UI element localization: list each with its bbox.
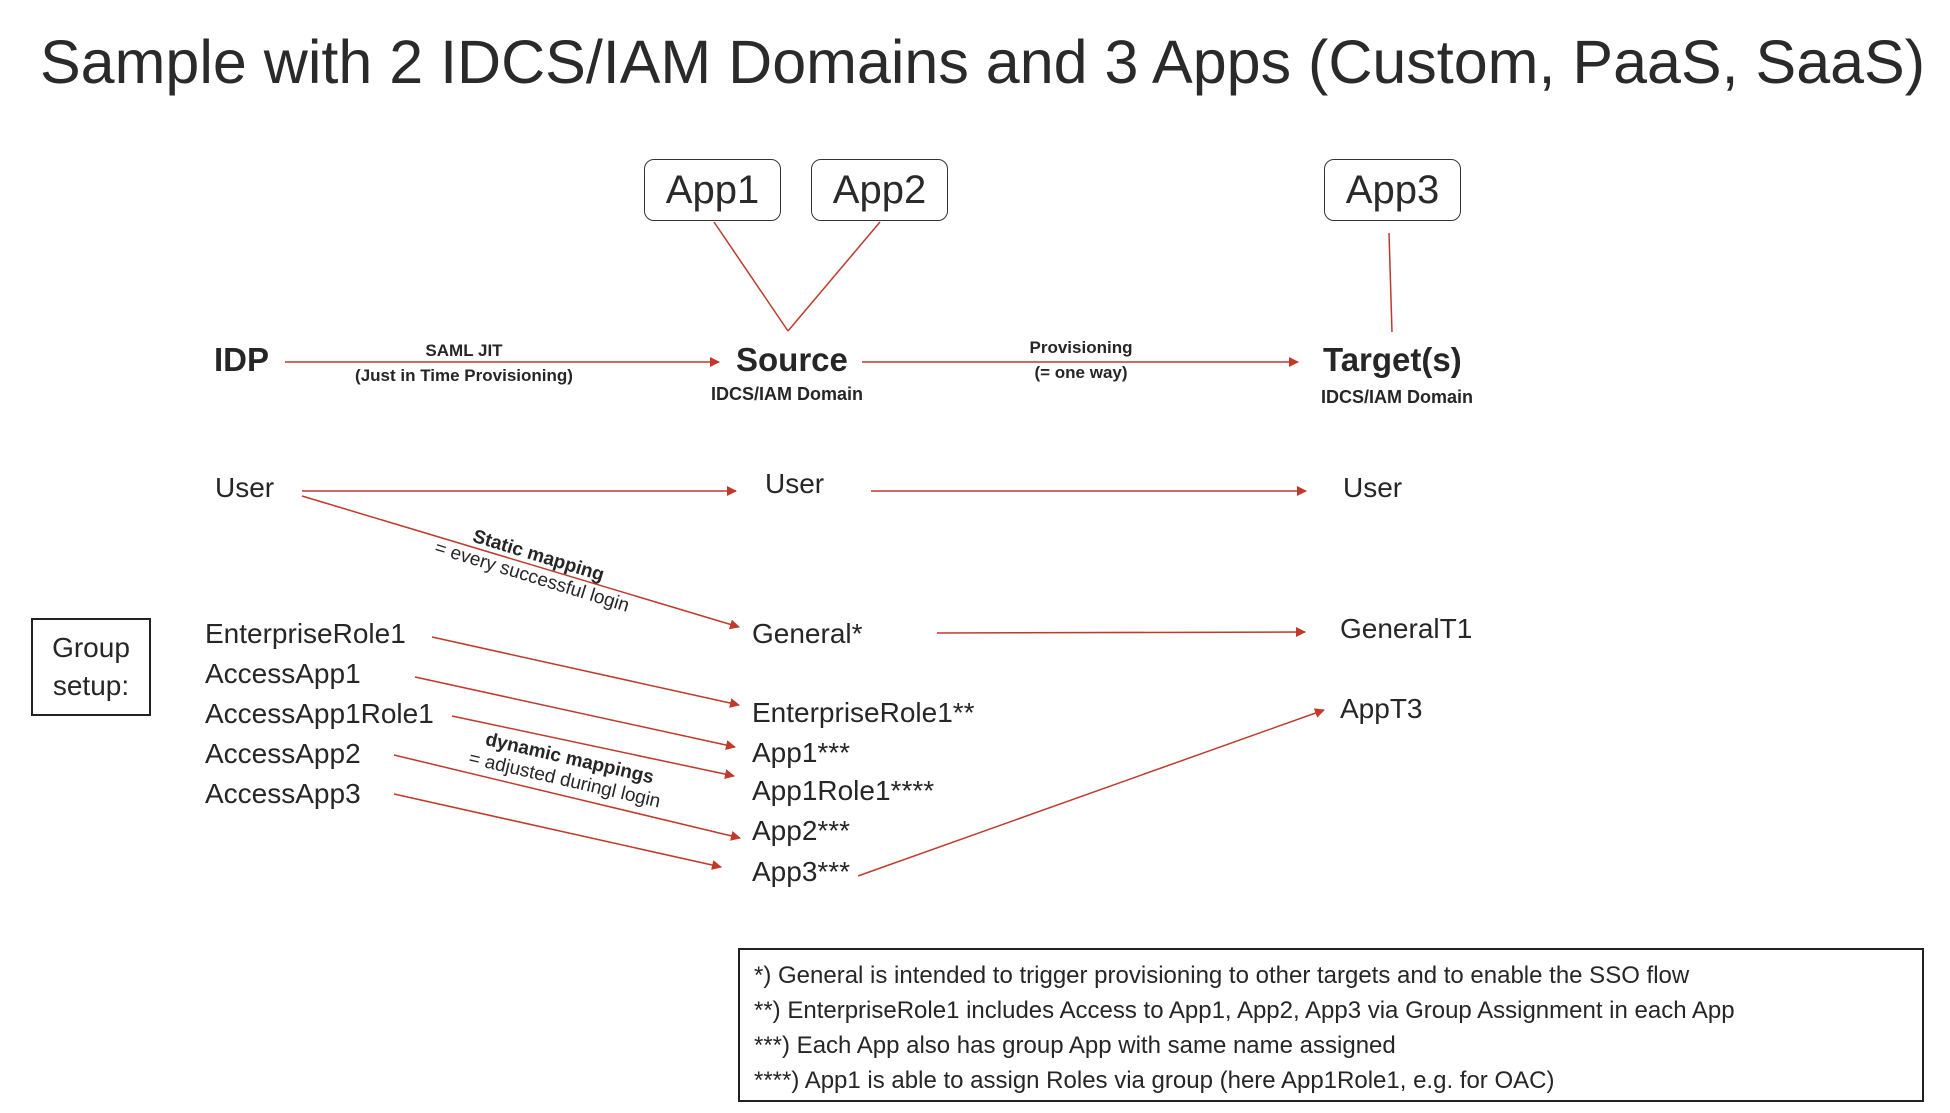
idp-group-accessapp2: AccessApp2 xyxy=(205,738,361,769)
source-subheading: IDCS/IAM Domain xyxy=(711,384,864,404)
idp-group-accessapp1role1: AccessApp1Role1 xyxy=(205,698,434,729)
general-to-generalt1-arrow xyxy=(936,627,1306,638)
app1-to-source-line xyxy=(713,221,789,332)
saml-jit-line2: (Just in Time Provisioning) xyxy=(355,366,573,385)
target-subheading: IDCS/IAM Domain xyxy=(1321,387,1474,407)
saml-jit-line1: SAML JIT xyxy=(425,341,503,360)
idp-group-accessapp3: AccessApp3 xyxy=(205,778,361,809)
accessapp2-mapping-arrow xyxy=(393,754,741,841)
provisioning-line2: (= one way) xyxy=(1034,363,1128,382)
app2-label: App2 xyxy=(832,167,927,212)
idp-group-enterpriserole1: EnterpriseRole1 xyxy=(205,618,406,649)
footnote-3: ***) Each App also has group App with sa… xyxy=(754,1032,1396,1059)
source-group-app3: App3*** xyxy=(752,856,851,887)
provisioning-line1: Provisioning xyxy=(1029,338,1133,357)
group-setup-box: Group setup: xyxy=(31,618,151,716)
target-user: User xyxy=(1343,472,1403,503)
accessapp3-mapping-arrow xyxy=(393,793,722,870)
footnote-1: *) General is intended to trigger provis… xyxy=(754,962,1690,989)
idp-group-accessapp1: AccessApp1 xyxy=(205,658,361,689)
source-group-app1role1: App1Role1**** xyxy=(752,775,935,806)
source-general: General* xyxy=(752,618,863,649)
app1-box: App1 xyxy=(644,159,781,221)
group-setup-line2: setup: xyxy=(52,670,130,701)
app2-to-source-line xyxy=(787,221,881,332)
source-group-app2: App2*** xyxy=(752,815,851,846)
app2-box: App2 xyxy=(811,159,948,221)
accessapp1role1-mapping-arrow xyxy=(451,715,735,780)
target-generalt1: GeneralT1 xyxy=(1340,613,1473,644)
group-setup-line1: Group xyxy=(52,632,130,663)
saml-jit-label: SAML JIT (Just in Time Provisioning) xyxy=(345,338,583,388)
idp-heading: IDP xyxy=(214,341,270,378)
source-heading: Source xyxy=(736,341,848,378)
accessapp1-mapping-arrow xyxy=(414,676,736,750)
app3-to-appt3-arrow xyxy=(857,708,1325,877)
source-group-enterpriserole1: EnterpriseRole1** xyxy=(752,697,975,728)
enterpriserole1-mapping-arrow xyxy=(431,636,740,708)
page-title: Sample with 2 IDCS/IAM Domains and 3 App… xyxy=(40,28,1926,96)
source-group-app1: App1*** xyxy=(752,737,851,768)
target-appt3: AppT3 xyxy=(1340,693,1423,724)
app1-label: App1 xyxy=(665,167,760,212)
target-heading: Target(s) xyxy=(1323,341,1462,378)
footnotes-box: *) General is intended to trigger provis… xyxy=(738,948,1924,1102)
app3-box: App3 xyxy=(1324,159,1461,221)
app3-to-target-line xyxy=(1388,232,1393,333)
footnote-4: ****) App1 is able to assign Roles via g… xyxy=(754,1067,1555,1094)
source-user: User xyxy=(765,468,825,499)
footnote-2: **) EnterpriseRole1 includes Access to A… xyxy=(754,997,1735,1024)
app3-label: App3 xyxy=(1345,167,1440,212)
static-mapping-arrow xyxy=(301,495,740,630)
idp-user: User xyxy=(215,472,275,503)
provisioning-label: Provisioning (= one way) xyxy=(1020,335,1142,385)
